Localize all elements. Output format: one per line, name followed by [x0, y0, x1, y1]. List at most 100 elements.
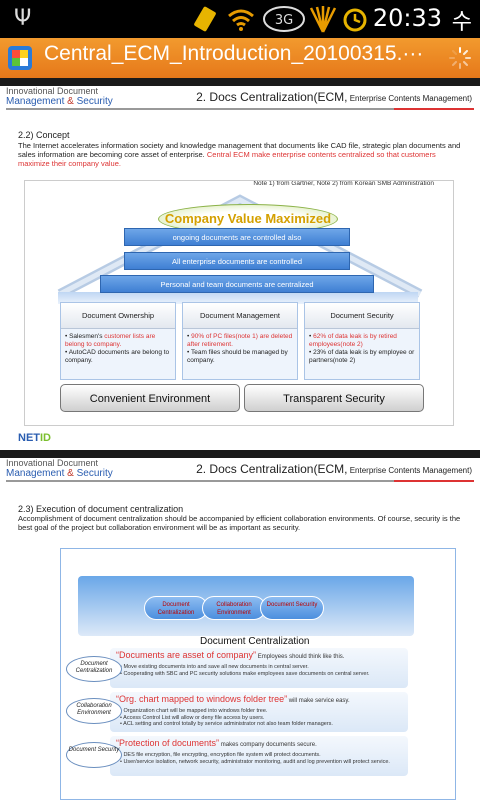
bullet-highlight: 90% of PC files(note 1) are deleted afte… — [187, 333, 293, 348]
bullet-text: • Team files should be managed by compan… — [187, 349, 288, 364]
signal-strength-icon — [309, 6, 337, 33]
alarm-icon — [343, 8, 367, 32]
clock: 20:33 — [372, 4, 442, 32]
roof-shape — [57, 194, 423, 299]
pill-collaboration-environment: Collaboration Environment — [202, 596, 266, 620]
pillar-document-management: Document Management • 90% of PC files(no… — [182, 302, 298, 380]
quote-text: “Org. chart mapped to windows folder tre… — [116, 694, 288, 704]
slide-heading-sub: Enterprise Contents Management) — [347, 466, 472, 475]
brand-word-security: Security — [76, 96, 113, 107]
bullet-text: • AutoCAD documents are belong to compan… — [65, 349, 170, 364]
svg-text:3G: 3G — [275, 13, 293, 28]
document-centralization-label: Document Centralization — [200, 636, 310, 647]
level-band-all-enterprise: All enterprise documents are controlled — [124, 252, 350, 270]
row-quote: “Org. chart mapped to windows folder tre… — [116, 694, 350, 704]
quote-tail: will make service easy. — [287, 698, 350, 704]
section-subheading: 2.3) Execution of document centralizatio… — [18, 504, 184, 514]
app-icon[interactable] — [6, 44, 34, 72]
bullet-item: • Cooperating with SBC and PC security s… — [120, 670, 370, 677]
pill-document-security: Document Security — [260, 596, 324, 620]
slide-page-2[interactable]: Innovational Document Management & Secur… — [0, 458, 480, 800]
concept-diagram-frame — [24, 180, 454, 426]
section-subheading: 2.2) Concept — [18, 130, 70, 140]
roof-base-band — [58, 292, 418, 304]
level-band-personal-team: Personal and team documents are centrali… — [100, 275, 374, 293]
row-quote: “Protection of documents” makes company … — [116, 738, 317, 748]
netid-logo: NETID — [18, 432, 51, 444]
slide-heading: 2. Docs Centralization(ECM, Enterprise C… — [196, 90, 472, 104]
loading-spinner-icon — [449, 47, 471, 69]
bullet-highlight: 62% of data leak is by retired employees… — [309, 333, 397, 348]
bullet-item: • Organization chart will be mapped into… — [120, 708, 268, 714]
bullet-item: • Move existing documents into and save … — [120, 664, 309, 670]
status-bar: Ψ 3G 20:33 수 — [0, 0, 480, 38]
pill-document-centralization: Document Centralization — [144, 596, 208, 620]
quote-text: “Protection of documents” — [116, 738, 220, 748]
execution-paragraph: Accomplishment of document centralizatio… — [18, 514, 461, 532]
input-language-indicator: 수 — [451, 10, 472, 35]
bullet-prefix: • — [187, 333, 192, 340]
level-band-ongoing: ongoing documents are controlled also — [124, 228, 350, 246]
bullet-item: • User/service isolation, network securi… — [120, 758, 390, 765]
header-tagline: Innovational Document — [6, 458, 99, 468]
row-document-security: “Protection of documents” makes company … — [110, 736, 408, 776]
brand-ampersand: & — [67, 96, 74, 107]
vibrate-icon — [194, 6, 216, 32]
pillar-document-ownership: Document Ownership • Salesmen's customer… — [60, 302, 176, 380]
oval-collaboration-environment: Collaboration Environment — [66, 698, 122, 724]
slide-heading-main: 2. Docs Centralization(ECM, — [196, 462, 348, 476]
header-brand: Management & Security — [6, 468, 113, 479]
row-bullets: • Organization chart will be mapped into… — [120, 708, 333, 728]
base-transparent-security: Transparent Security — [244, 384, 424, 412]
brand-word-management: Management — [6, 96, 65, 107]
slide-heading-sub: Enterprise Contents Management) — [347, 94, 472, 103]
bullet-item: • ACL setting and control totally by ser… — [120, 721, 333, 727]
pillar-body: • 62% of data leak is by retired employe… — [305, 329, 419, 369]
header-rule — [6, 108, 474, 110]
header-tagline: Innovational Document — [6, 86, 99, 96]
concept-text: The Internet accelerates information soc… — [18, 141, 461, 159]
pillar-title: Document Management — [183, 303, 297, 329]
source-note: Note 1) from Gartner, Note 2) from Korea… — [253, 180, 434, 187]
concept-paragraph: The Internet accelerates information soc… — [18, 141, 464, 168]
row-collaboration-environment: “Org. chart mapped to windows folder tre… — [110, 692, 408, 732]
logo-net: NET — [18, 432, 40, 444]
slide-heading-main: 2. Docs Centralization(ECM, — [196, 90, 348, 104]
bullet-prefix: • — [309, 333, 314, 340]
quote-tail: makes company documents secure. — [219, 742, 317, 748]
quote-text: “Documents are asset of company” — [116, 650, 257, 660]
base-convenient-environment: Convenient Environment — [60, 384, 240, 412]
bullet-prefix: • Salesmen's — [65, 333, 105, 340]
brand-word-management: Management — [6, 468, 65, 479]
slide-page-1[interactable]: Innovational Document Management & Secur… — [0, 86, 480, 448]
row-bullets: • Move existing documents into and save … — [120, 664, 370, 677]
page-separator — [0, 78, 480, 86]
row-quote: “Documents are asset of company” Employe… — [116, 650, 344, 660]
3g-signal-icon: 3G — [263, 6, 305, 32]
wifi-icon — [228, 9, 254, 31]
bullet-item: • DES file encryption, file encrypting, … — [120, 752, 321, 758]
concept-highlight: Central ECM make enterprise contents cen… — [18, 150, 436, 168]
oval-document-security: Document Security — [66, 742, 122, 768]
pillar-body: • 90% of PC files(note 1) are deleted af… — [183, 329, 297, 369]
document-title: Central_ECM_Introduction_20100315.··· — [44, 42, 424, 65]
pillar-document-security: Document Security • 62% of data leak is … — [304, 302, 420, 380]
pillar-title: Document Ownership — [61, 303, 175, 329]
quote-tail: Employees should think like this. — [256, 654, 345, 660]
brand-ampersand: & — [67, 468, 74, 479]
brand-word-security: Security — [76, 468, 113, 479]
row-document-centralization: “Documents are asset of company” Employe… — [110, 648, 408, 688]
slide-heading: 2. Docs Centralization(ECM, Enterprise C… — [196, 462, 472, 476]
logo-id: ID — [40, 432, 51, 444]
title-bar: Central_ECM_Introduction_20100315.··· — [0, 38, 480, 78]
header-brand: Management & Security — [6, 96, 113, 107]
bullet-highlight: customer lists are belong to company. — [65, 333, 156, 348]
page-separator — [0, 450, 480, 458]
oval-document-centralization: Document Centralization — [66, 656, 122, 682]
bullet-item: • Access Control List will allow or deny… — [120, 714, 265, 721]
row-bullets: • DES file encryption, file encrypting, … — [120, 752, 390, 765]
usb-icon: Ψ — [14, 6, 32, 31]
header-rule — [6, 480, 474, 482]
pillar-title: Document Security — [305, 303, 419, 329]
pillar-body: • Salesmen's customer lists are belong t… — [61, 329, 175, 369]
